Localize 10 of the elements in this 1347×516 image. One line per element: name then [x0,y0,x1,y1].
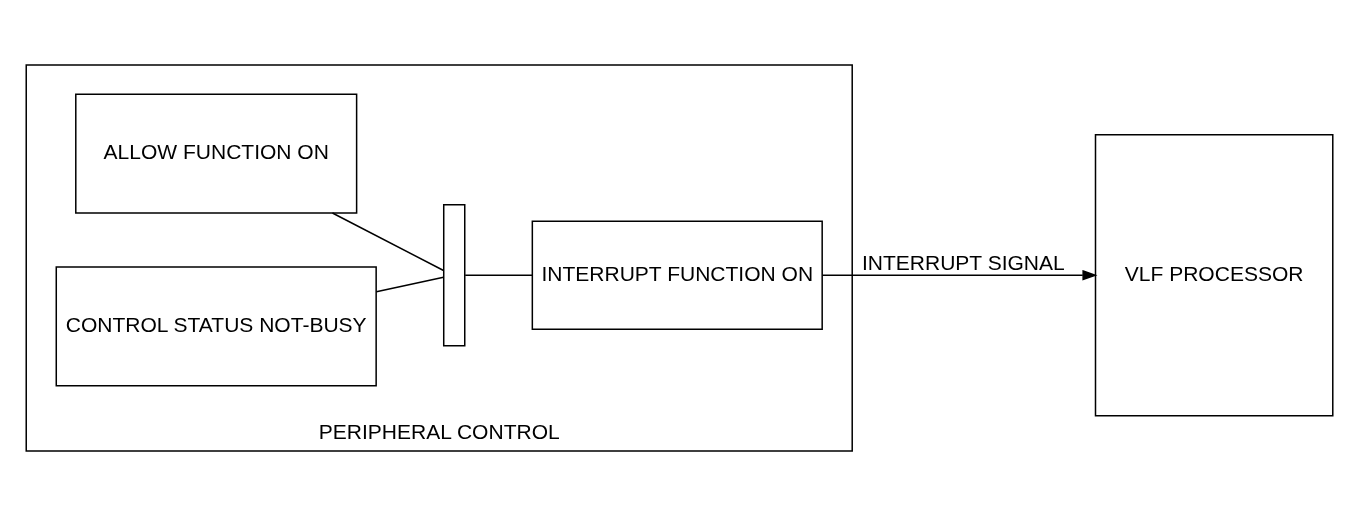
node-box: ALLOW FUNCTION ON [75,93,358,214]
node-box: CONTROL STATUS NOT-BUSY [55,266,377,387]
connector [331,212,445,272]
connector [375,276,445,293]
edge-label: INTERRUPT SIGNAL [861,250,1065,274]
node-box: VLF PROCESSOR [1094,134,1334,417]
node-bar [443,203,466,347]
connector [464,274,533,276]
node-box: INTERRUPT FUNCTION ON [531,220,823,331]
arrow [821,270,1098,281]
